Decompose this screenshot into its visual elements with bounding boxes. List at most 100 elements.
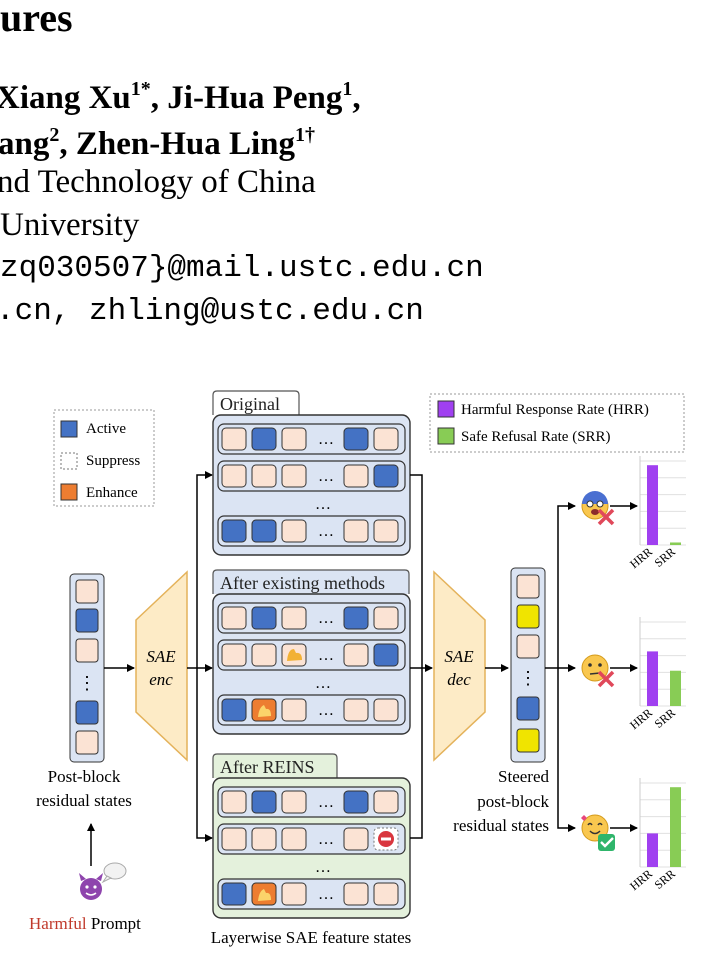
- tick-label: SRR: [652, 706, 678, 731]
- feature-cell: [281, 519, 307, 543]
- ellipsis: …: [318, 831, 334, 848]
- ellipsis: …: [315, 675, 331, 692]
- legend-label-hrr: Harmful Response Rate (HRR): [461, 402, 649, 418]
- feature-cell-active: [251, 790, 277, 814]
- feature-cell-active: [343, 606, 369, 630]
- panel-tab: [212, 753, 338, 778]
- feature-cell: [343, 519, 369, 543]
- authors-line-2: ang2, Zhen-Hua Ling1†: [0, 124, 315, 163]
- feature-cell: [373, 606, 399, 630]
- feature-cell: [221, 427, 247, 451]
- input-label-line1: Post-block: [48, 767, 121, 786]
- no-entry-bar: [381, 837, 391, 841]
- output-label-line1: Steered: [498, 767, 549, 786]
- bar-hrr: [647, 833, 658, 867]
- devil-face-icon: [79, 873, 103, 900]
- author-affil-mark: 1: [342, 78, 353, 100]
- legend-swatch-suppress: [60, 452, 78, 470]
- feature-cell: [281, 427, 307, 451]
- ellipsis: …: [315, 496, 331, 513]
- prompt-rest: Prompt: [87, 914, 142, 933]
- tick-label: HRR: [627, 706, 655, 733]
- decoder-label-2: dec: [447, 670, 471, 689]
- feature-cell: [373, 698, 399, 722]
- legend-metrics: Harmful Response Rate (HRR) Safe Refusal…: [429, 393, 685, 453]
- author-name: , Ji-Hua Peng: [150, 80, 343, 116]
- muscle-icon: [258, 889, 271, 901]
- figure-caption: Layerwise SAE feature states: [211, 928, 412, 947]
- panel-title: Original: [220, 394, 280, 414]
- feature-cell: [373, 427, 399, 451]
- feature-cell: [373, 519, 399, 543]
- input-label-line2: residual states: [36, 791, 132, 810]
- bar-hrr: [647, 651, 658, 706]
- ellipsis: …: [318, 702, 334, 719]
- output-label-line2: post-block: [477, 792, 549, 811]
- authors-line-1: Xiang Xu1*, Ji-Hua Peng1,: [0, 78, 361, 117]
- check-box: [598, 834, 615, 851]
- panel-tab: [212, 569, 410, 594]
- vdots: ⋮: [78, 673, 96, 693]
- bar-srr: [670, 542, 681, 545]
- bar-srr: [670, 787, 681, 867]
- feature-cell-active: [251, 427, 277, 451]
- feature-cell-active: [221, 519, 247, 543]
- feature-panel-1: Original…………: [212, 390, 411, 556]
- feature-cell: [343, 698, 369, 722]
- email-line-2: .cn, zhling@ustc.edu.cn: [0, 294, 424, 329]
- vdots: ⋮: [519, 668, 537, 688]
- panel-title: After REINS: [220, 757, 314, 777]
- ellipsis: …: [318, 647, 334, 664]
- panel-title: After existing methods: [220, 573, 385, 593]
- ellipsis: …: [318, 886, 334, 903]
- x-icon: [597, 670, 615, 688]
- face-shade: [582, 491, 608, 504]
- feature-cell: [343, 643, 369, 667]
- steered-residual-vector: ⋮: [510, 567, 546, 763]
- legend-swatch-active: [60, 420, 78, 438]
- muscle-icon: [258, 705, 271, 717]
- feature-cell-active: [221, 698, 247, 722]
- feature-cell: [281, 464, 307, 488]
- sae-decoder: [433, 570, 486, 762]
- encoder-label-2: enc: [149, 670, 173, 689]
- muscle-icon: [287, 649, 302, 661]
- face-eye: [597, 822, 603, 826]
- panel-tab: [212, 390, 300, 415]
- face-mouth: [589, 830, 601, 835]
- ellipsis: …: [318, 431, 334, 448]
- face-eye: [587, 822, 593, 826]
- paper-title-fragment: ures: [0, 0, 73, 40]
- encoder-label-1: SAE: [146, 647, 176, 666]
- feature-cell-active: [373, 643, 399, 667]
- feature-cell: [343, 827, 369, 851]
- face-eye: [588, 663, 592, 667]
- check-icon: [598, 834, 615, 851]
- ellipsis: …: [318, 610, 334, 627]
- input-residual-vector: ⋮: [69, 573, 105, 763]
- feature-cell-active: [221, 882, 247, 906]
- feature-cell-active: [373, 464, 399, 488]
- decoder-label-1: SAE: [444, 647, 474, 666]
- feature-cell: [251, 643, 277, 667]
- affiliation-line-2: University: [0, 207, 140, 243]
- speech-bubble-icon: [101, 862, 127, 884]
- feature-cell: [221, 606, 247, 630]
- feature-cell: [281, 606, 307, 630]
- x-stroke: [597, 508, 615, 526]
- feature-cell: [281, 698, 307, 722]
- face-mouth: [591, 509, 599, 515]
- author-sep: ,: [352, 80, 361, 116]
- legend-feature-states: Active Suppress Enhance: [53, 409, 155, 507]
- feature-cell: [373, 790, 399, 814]
- legend-label-srr: Safe Refusal Rate (SRR): [461, 429, 611, 445]
- ellipsis: …: [318, 523, 334, 540]
- ellipsis: …: [315, 859, 331, 876]
- feature-cell: [343, 464, 369, 488]
- author-name: , Zhen-Hua Ling: [59, 126, 296, 162]
- check-stroke: [600, 837, 614, 848]
